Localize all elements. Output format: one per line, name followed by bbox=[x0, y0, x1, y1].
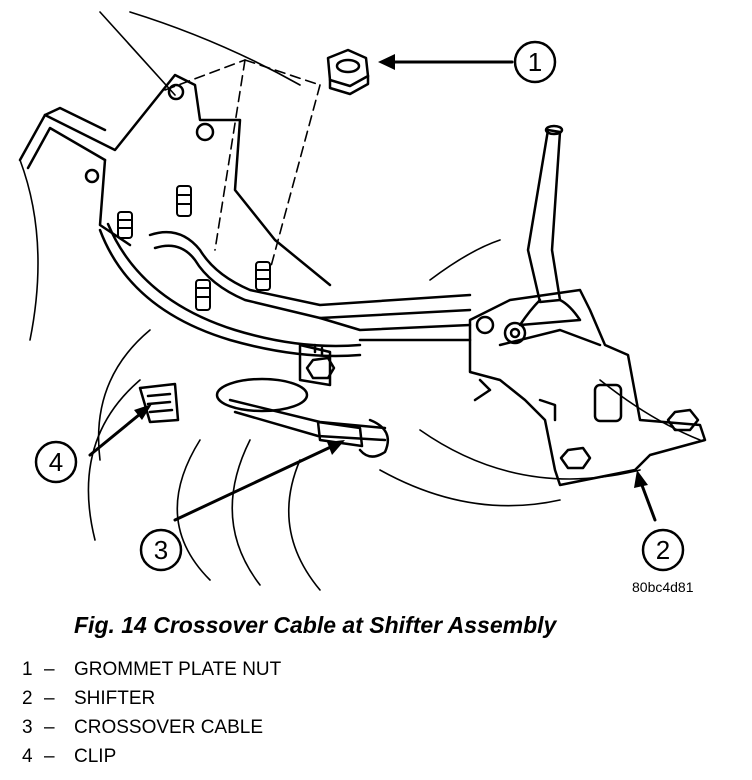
arrowheads bbox=[134, 54, 648, 488]
leader-arrows bbox=[88, 60, 657, 522]
callout-3: 3 bbox=[154, 535, 168, 565]
figure-code: 80bc4d81 bbox=[632, 579, 694, 595]
legend-label: GROMMET PLATE NUT bbox=[74, 659, 282, 680]
legend-separator: – bbox=[44, 746, 55, 767]
callout-circles bbox=[34, 40, 685, 572]
legend-item: 1–GROMMET PLATE NUT bbox=[22, 655, 281, 684]
grommet-plate-nut-part bbox=[326, 48, 370, 96]
legend-number: 2 bbox=[22, 688, 33, 709]
phantom-outline bbox=[164, 59, 321, 271]
legend-label: SHIFTER bbox=[74, 688, 156, 709]
legend-item: 4–CLIP bbox=[22, 742, 281, 771]
shifter-assembly-illustration: 1 2 3 4 80bc4d81 bbox=[18, 11, 707, 595]
legend-separator: – bbox=[44, 688, 55, 709]
mounting-bracket bbox=[18, 73, 332, 287]
legend-number: 1 bbox=[22, 659, 33, 680]
mounting-studs bbox=[117, 185, 271, 311]
callout-2: 2 bbox=[656, 535, 670, 565]
legend-number: 3 bbox=[22, 717, 33, 738]
figure-caption: Fig. 14 Crossover Cable at Shifter Assem… bbox=[74, 612, 557, 638]
shifter-lever bbox=[518, 124, 582, 327]
callout-circle-4 bbox=[34, 440, 78, 484]
callout-circle-1 bbox=[513, 40, 557, 84]
shifter-mounting-nuts bbox=[305, 356, 700, 470]
legend-separator: – bbox=[44, 717, 55, 738]
callout-circle-3 bbox=[139, 528, 183, 572]
legend-item: 3–CROSSOVER CABLE bbox=[22, 713, 281, 742]
legend-label: CROSSOVER CABLE bbox=[74, 717, 263, 738]
legend-number: 4 bbox=[22, 746, 33, 767]
parts-legend: 1–GROMMET PLATE NUT 2–SHIFTER 3–CROSSOVE… bbox=[22, 655, 281, 771]
callout-circle-2 bbox=[641, 528, 685, 572]
legend-item: 2–SHIFTER bbox=[22, 684, 281, 713]
vehicle-body-contours bbox=[19, 11, 701, 591]
callout-1: 1 bbox=[528, 47, 542, 77]
cable-end-clip bbox=[138, 343, 390, 458]
crossover-cable-route bbox=[98, 222, 472, 358]
callout-4: 4 bbox=[49, 447, 63, 477]
legend-label: CLIP bbox=[74, 746, 117, 767]
shifter-housing bbox=[468, 288, 707, 487]
legend-separator: – bbox=[44, 659, 55, 680]
